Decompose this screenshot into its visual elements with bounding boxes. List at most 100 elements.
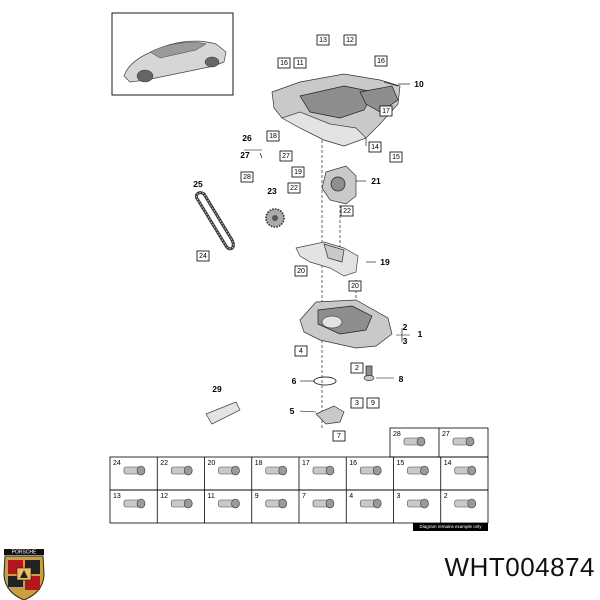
callout-label: 28 xyxy=(243,174,251,181)
callout-number: 29 xyxy=(212,384,222,394)
callout-box: 16 xyxy=(374,55,388,67)
legend-part-icon xyxy=(359,498,382,509)
callout-label: 20 xyxy=(297,268,305,275)
callout-box: 24 xyxy=(196,250,210,262)
callout-box: 16 xyxy=(277,57,291,69)
sprocket xyxy=(265,208,285,228)
callout-box: 12 xyxy=(343,34,357,46)
callout-label: 14 xyxy=(371,144,379,151)
legend-cell-label: 16 xyxy=(349,460,357,467)
drive-chain xyxy=(194,191,235,251)
callout-number: 25 xyxy=(193,179,203,189)
legend-part-icon xyxy=(312,498,335,509)
callout-number: 5 xyxy=(290,406,295,416)
callout-label: 22 xyxy=(290,185,298,192)
callout-box: 14 xyxy=(368,141,382,153)
bracket xyxy=(295,241,359,277)
legend-cell-label: 24 xyxy=(113,460,121,467)
callout-label: 12 xyxy=(346,37,354,44)
callout-label: 9 xyxy=(371,400,375,407)
legend-part-icon xyxy=(218,498,240,509)
legend-cell-label: 15 xyxy=(397,460,405,467)
callout-box: 11 xyxy=(293,57,307,69)
callout-label: 4 xyxy=(299,348,303,355)
legend-cell-label: 17 xyxy=(302,460,310,467)
callout-box: 19 xyxy=(291,166,305,178)
legend-part-icon xyxy=(452,436,475,447)
car-thumbnail xyxy=(111,12,234,96)
legend-part-icon xyxy=(407,498,429,509)
callout-label: 17 xyxy=(382,108,390,115)
callout-number: 6 xyxy=(292,376,297,386)
legend-part-icon xyxy=(403,436,426,447)
callout-label: 20 xyxy=(351,283,359,290)
legend-cell-label: 20 xyxy=(208,460,216,467)
legend-part-icon xyxy=(265,498,288,509)
callout-box: 22 xyxy=(340,205,354,217)
sealant-tube xyxy=(205,401,241,425)
part-number: WHT004874 xyxy=(444,552,595,582)
callout-label: 24 xyxy=(199,253,207,260)
callout-label: 18 xyxy=(269,133,277,140)
legend-part-icon xyxy=(265,465,288,476)
callout-label: 13 xyxy=(319,37,327,44)
callout-label: 27 xyxy=(282,153,290,160)
legend-cell-label: 7 xyxy=(302,493,306,500)
callout-number: 2 xyxy=(403,322,408,332)
callout-box: 27 xyxy=(279,150,293,162)
callout-box: 7 xyxy=(332,430,346,442)
callout-box: 13 xyxy=(316,34,330,46)
callout-number: 27 xyxy=(240,150,250,160)
legend-cell-label: 3 xyxy=(397,493,401,500)
legend-cell-label: 11 xyxy=(208,493,215,500)
callout-label: 11 xyxy=(296,60,303,67)
callout-box: 4 xyxy=(294,345,308,357)
legend-cell-label: 27 xyxy=(442,431,450,438)
callout-label: 22 xyxy=(343,208,351,215)
callout-box: 20 xyxy=(348,280,362,292)
callout-box: 15 xyxy=(389,151,403,163)
callout-box: 20 xyxy=(294,265,308,277)
callout-label: 16 xyxy=(280,60,288,67)
legend-cell-label: 12 xyxy=(160,493,168,500)
callout-number: 1 xyxy=(418,329,423,339)
legend-note: Diagram remains example only xyxy=(413,523,488,531)
oil-pan xyxy=(299,299,393,349)
callout-box: 9 xyxy=(366,397,380,409)
legend-part-icon xyxy=(170,465,193,476)
legend-cell-label: 9 xyxy=(255,493,259,500)
callout-number: 3 xyxy=(403,336,408,346)
callout-label: 15 xyxy=(392,154,400,161)
callout-label: 3 xyxy=(355,400,359,407)
callout-box: 2 xyxy=(350,362,364,374)
legend-cell-label: 4 xyxy=(349,493,353,500)
callout-number: 8 xyxy=(399,374,404,384)
o-ring xyxy=(313,376,337,386)
callout-label: 2 xyxy=(355,365,359,372)
legend-cell-label: 14 xyxy=(444,460,452,467)
logo-wordmark: PORSCHE xyxy=(12,550,37,556)
callout-box: 28 xyxy=(240,171,254,183)
legend-part-icon xyxy=(218,465,240,476)
legend-cell-label: 18 xyxy=(255,460,263,467)
legend-part-icon xyxy=(123,465,146,476)
legend-cell-label: 22 xyxy=(160,460,168,467)
callout-box: 22 xyxy=(287,182,301,194)
strainer-cap xyxy=(315,405,345,425)
callout-number: 10 xyxy=(414,79,424,89)
callout-number: 23 xyxy=(267,186,277,196)
callout-number: 21 xyxy=(371,176,381,186)
legend-part-icon xyxy=(312,465,335,476)
legend-part-icon xyxy=(407,465,429,476)
callout-number: 19 xyxy=(380,257,390,267)
legend-part-icon xyxy=(454,498,477,509)
callout-label: 19 xyxy=(294,169,302,176)
callout-label: 7 xyxy=(337,433,341,440)
legend-part-icon xyxy=(123,498,146,509)
legend-cell-label: 28 xyxy=(393,431,401,438)
legend-part-icon xyxy=(170,498,193,509)
